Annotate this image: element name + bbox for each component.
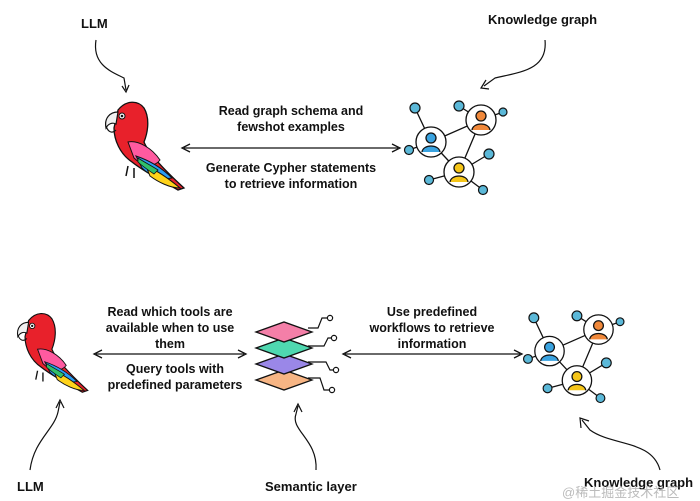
bottom-kg-pointer-arrow (581, 419, 661, 471)
top-knowledge-graph-label: Knowledge graph (488, 12, 598, 27)
parrot-icon (16, 313, 89, 393)
watermark: @稀土掘金技术社区 (562, 485, 680, 500)
bottom-knowledge-graph-label: Knowledge graph (584, 475, 694, 490)
knowledge-graph-icon (522, 310, 625, 404)
semantic-layer-stack-icon (254, 314, 340, 394)
parrot-icon (105, 101, 186, 191)
knowledge-graph-icon (403, 100, 508, 196)
bottom-semantic-pointer-arrow (294, 405, 317, 471)
top-llm-label: LLM (81, 16, 108, 31)
bottom-llm-pointer-arrow (29, 401, 61, 471)
top-kg-pointer-arrow (483, 39, 546, 87)
semantic-layer-label: Semantic layer (265, 479, 357, 494)
bottom-llm-label: LLM (17, 479, 44, 494)
top-llm-pointer-arrow (94, 39, 127, 91)
